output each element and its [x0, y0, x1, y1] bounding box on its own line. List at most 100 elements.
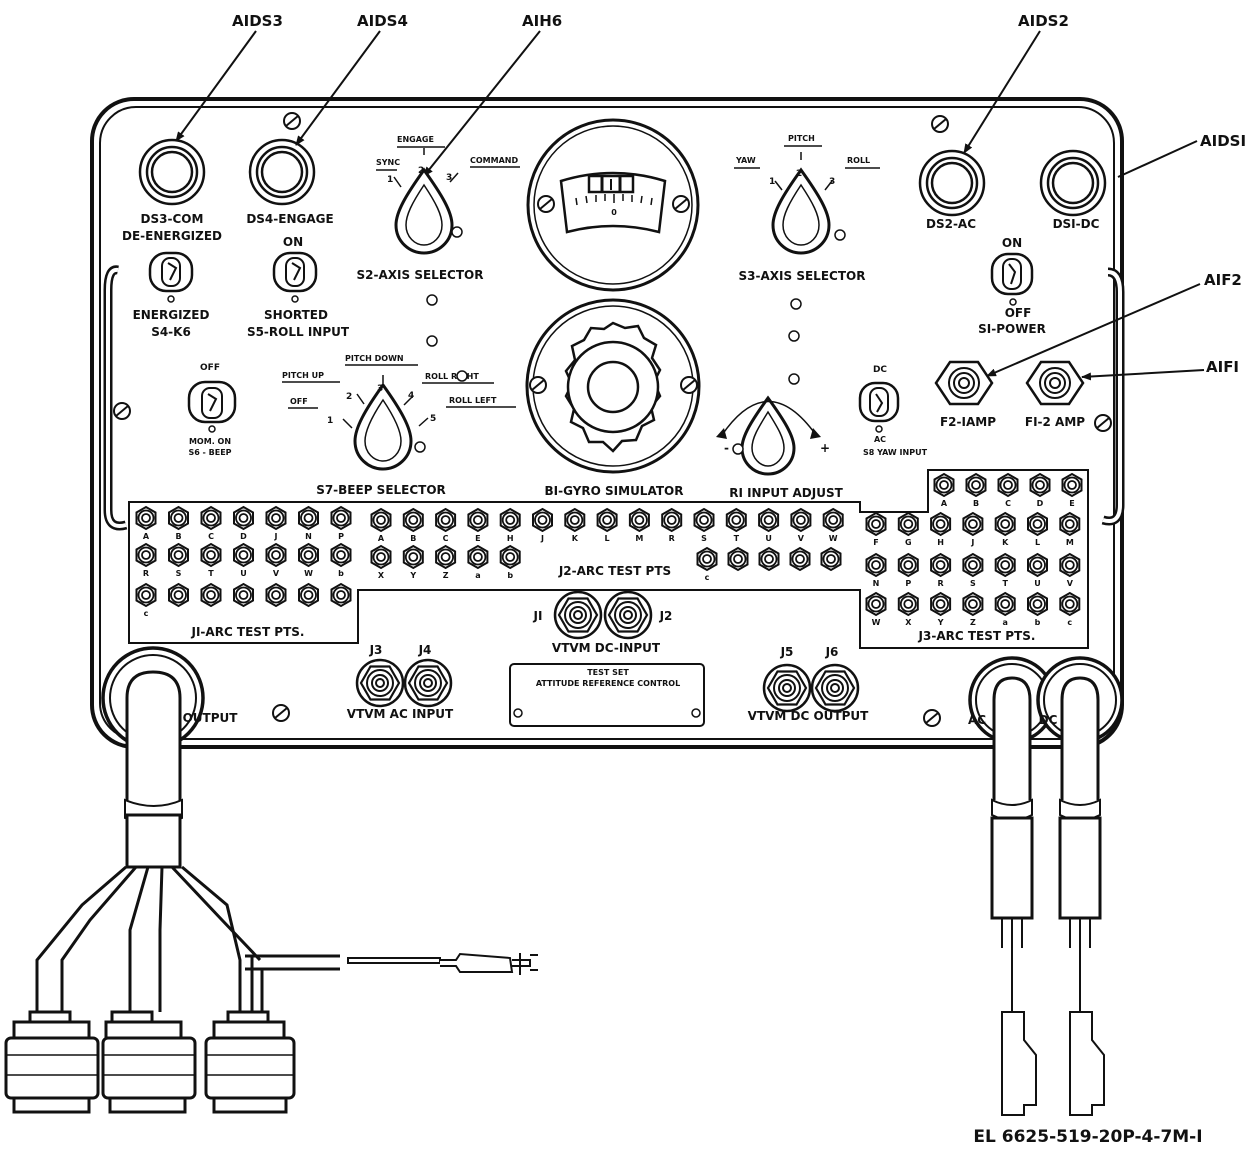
rotary-s7[interactable] [353, 382, 426, 471]
j1-pin-unlabeled-5[interactable] [298, 582, 319, 608]
toggle-s4[interactable] [148, 251, 194, 303]
j3-pin-r[interactable] [930, 552, 952, 578]
j3-pin-l[interactable] [1027, 511, 1048, 537]
j1-pin-r[interactable] [135, 542, 157, 568]
j1-pin-b[interactable] [168, 505, 189, 531]
j2-pin-v[interactable] [790, 507, 812, 533]
j3-pin-x[interactable] [897, 591, 919, 617]
j3-pin-z[interactable] [962, 591, 984, 617]
j2-pin-u[interactable] [758, 507, 780, 533]
j3-pin-b[interactable] [965, 472, 987, 498]
j2-pin-c[interactable] [696, 546, 718, 572]
jack-j2[interactable] [603, 590, 653, 640]
gyro-simulator[interactable] [525, 298, 701, 474]
jack-j5[interactable] [762, 663, 812, 713]
j3-pin-p[interactable] [897, 552, 919, 578]
j2-pin-a[interactable] [467, 544, 489, 570]
rotary-s2[interactable] [394, 167, 463, 255]
j3-pin-m[interactable] [1059, 511, 1081, 537]
j3-pin-a[interactable] [994, 591, 1016, 617]
j2-pin-m[interactable] [628, 507, 650, 533]
right-handle[interactable] [1101, 267, 1125, 526]
fuse-f1[interactable] [1025, 360, 1085, 406]
rotary-s3[interactable] [771, 167, 846, 255]
j1-pin-unlabeled-2[interactable] [200, 582, 222, 608]
jack-j1[interactable] [553, 590, 603, 640]
j1-pin-j[interactable] [265, 505, 287, 531]
j3-pin-a[interactable] [933, 472, 955, 498]
j2-pin-c[interactable] [435, 507, 457, 533]
j1-pin-p[interactable] [330, 505, 352, 531]
r1-knob[interactable] [716, 395, 821, 476]
j2-pin-b[interactable] [402, 507, 424, 533]
j3-pin-v[interactable] [1059, 552, 1081, 578]
j2-pin-w[interactable] [822, 507, 844, 533]
toggle-s8[interactable] [858, 381, 900, 433]
j3-pin-c[interactable] [997, 472, 1019, 498]
j2-pin-t[interactable] [725, 507, 747, 533]
j1-pin-a-label: A [143, 532, 150, 541]
j2-pin-j[interactable] [532, 507, 553, 533]
j1-pin-b[interactable] [330, 542, 352, 568]
jack-j6[interactable] [810, 663, 860, 713]
j3-pin-j[interactable] [962, 511, 984, 537]
j2-pin-y[interactable] [402, 544, 424, 570]
j3-pin-s[interactable] [962, 552, 984, 578]
j2-pin-x[interactable] [370, 544, 392, 570]
j2-pin-z[interactable] [435, 544, 457, 570]
j3-pin-e[interactable] [1061, 472, 1083, 498]
j2-pin-b[interactable] [499, 544, 521, 570]
toggle-s6[interactable] [187, 380, 237, 433]
j2-pin-v-label: V [798, 534, 805, 543]
j3-pin-k[interactable] [994, 511, 1016, 537]
j1-pin-c[interactable] [200, 505, 222, 531]
j3-pin-b[interactable] [1027, 591, 1048, 617]
j1-pin-unlabeled-1[interactable] [168, 582, 189, 608]
j1-pin-t[interactable] [200, 542, 222, 568]
j2-pin-a[interactable] [370, 507, 392, 533]
toggle-s5[interactable] [272, 251, 318, 303]
callouts: AIDS3 AIDS4 AIH6 AIDS2 AIDSI AIF2 AIFI [175, 12, 1246, 381]
j2-pin-l[interactable] [596, 507, 618, 533]
j3-pin-c[interactable] [1059, 591, 1081, 617]
j3-pin-g[interactable] [897, 511, 919, 537]
left-handle[interactable] [103, 265, 128, 531]
j3-pin-c-label: c [1067, 618, 1072, 627]
j2-pin-r[interactable] [661, 507, 683, 533]
j1-pin-s[interactable] [168, 542, 189, 568]
j3-pin-d[interactable] [1029, 472, 1051, 498]
j1-pin-a[interactable] [135, 505, 157, 531]
jack-j4[interactable] [403, 658, 453, 708]
j3-pin-n[interactable] [865, 552, 887, 578]
j1-pin-unlabeled-3[interactable] [233, 582, 254, 608]
j2-pin-unlabeled-4[interactable] [820, 546, 842, 572]
fuse-f2[interactable] [934, 360, 994, 406]
j3-pin-t[interactable] [994, 552, 1016, 578]
j3-pin-w[interactable] [865, 591, 887, 617]
j1-pin-v[interactable] [265, 542, 287, 568]
j3-pin-d-label: D [1037, 499, 1044, 508]
j1-pin-u[interactable] [233, 542, 254, 568]
j2-pin-unlabeled-1[interactable] [727, 546, 749, 572]
jack-j3[interactable] [355, 658, 405, 708]
j1-pin-unlabeled-4[interactable] [265, 582, 287, 608]
j2-pin-unlabeled-3[interactable] [789, 546, 811, 572]
j1-pin-w[interactable] [298, 542, 319, 568]
j3-pin-y[interactable] [930, 591, 952, 617]
j1-pin-unlabeled-6[interactable] [330, 582, 352, 608]
j1-pin-n[interactable] [298, 505, 319, 531]
j2-pin-k[interactable] [564, 507, 586, 533]
j2-pin-h[interactable] [499, 507, 521, 533]
j2-pin-unlabeled-2[interactable] [758, 546, 780, 572]
ac-cable-label: AC [968, 713, 986, 727]
j3-pin-h[interactable] [930, 511, 952, 537]
toggle-s1[interactable] [990, 252, 1034, 306]
j2-pin-e[interactable] [467, 507, 489, 533]
j1-pin-c[interactable] [135, 582, 157, 608]
output-cable-label: OUTPUT [183, 711, 239, 725]
j3-pin-f[interactable] [865, 511, 887, 537]
j1-pin-d[interactable] [233, 505, 254, 531]
j3-pin-u[interactable] [1027, 552, 1048, 578]
j3-pin-a-label: a [1002, 618, 1007, 627]
j2-pin-s[interactable] [693, 507, 715, 533]
